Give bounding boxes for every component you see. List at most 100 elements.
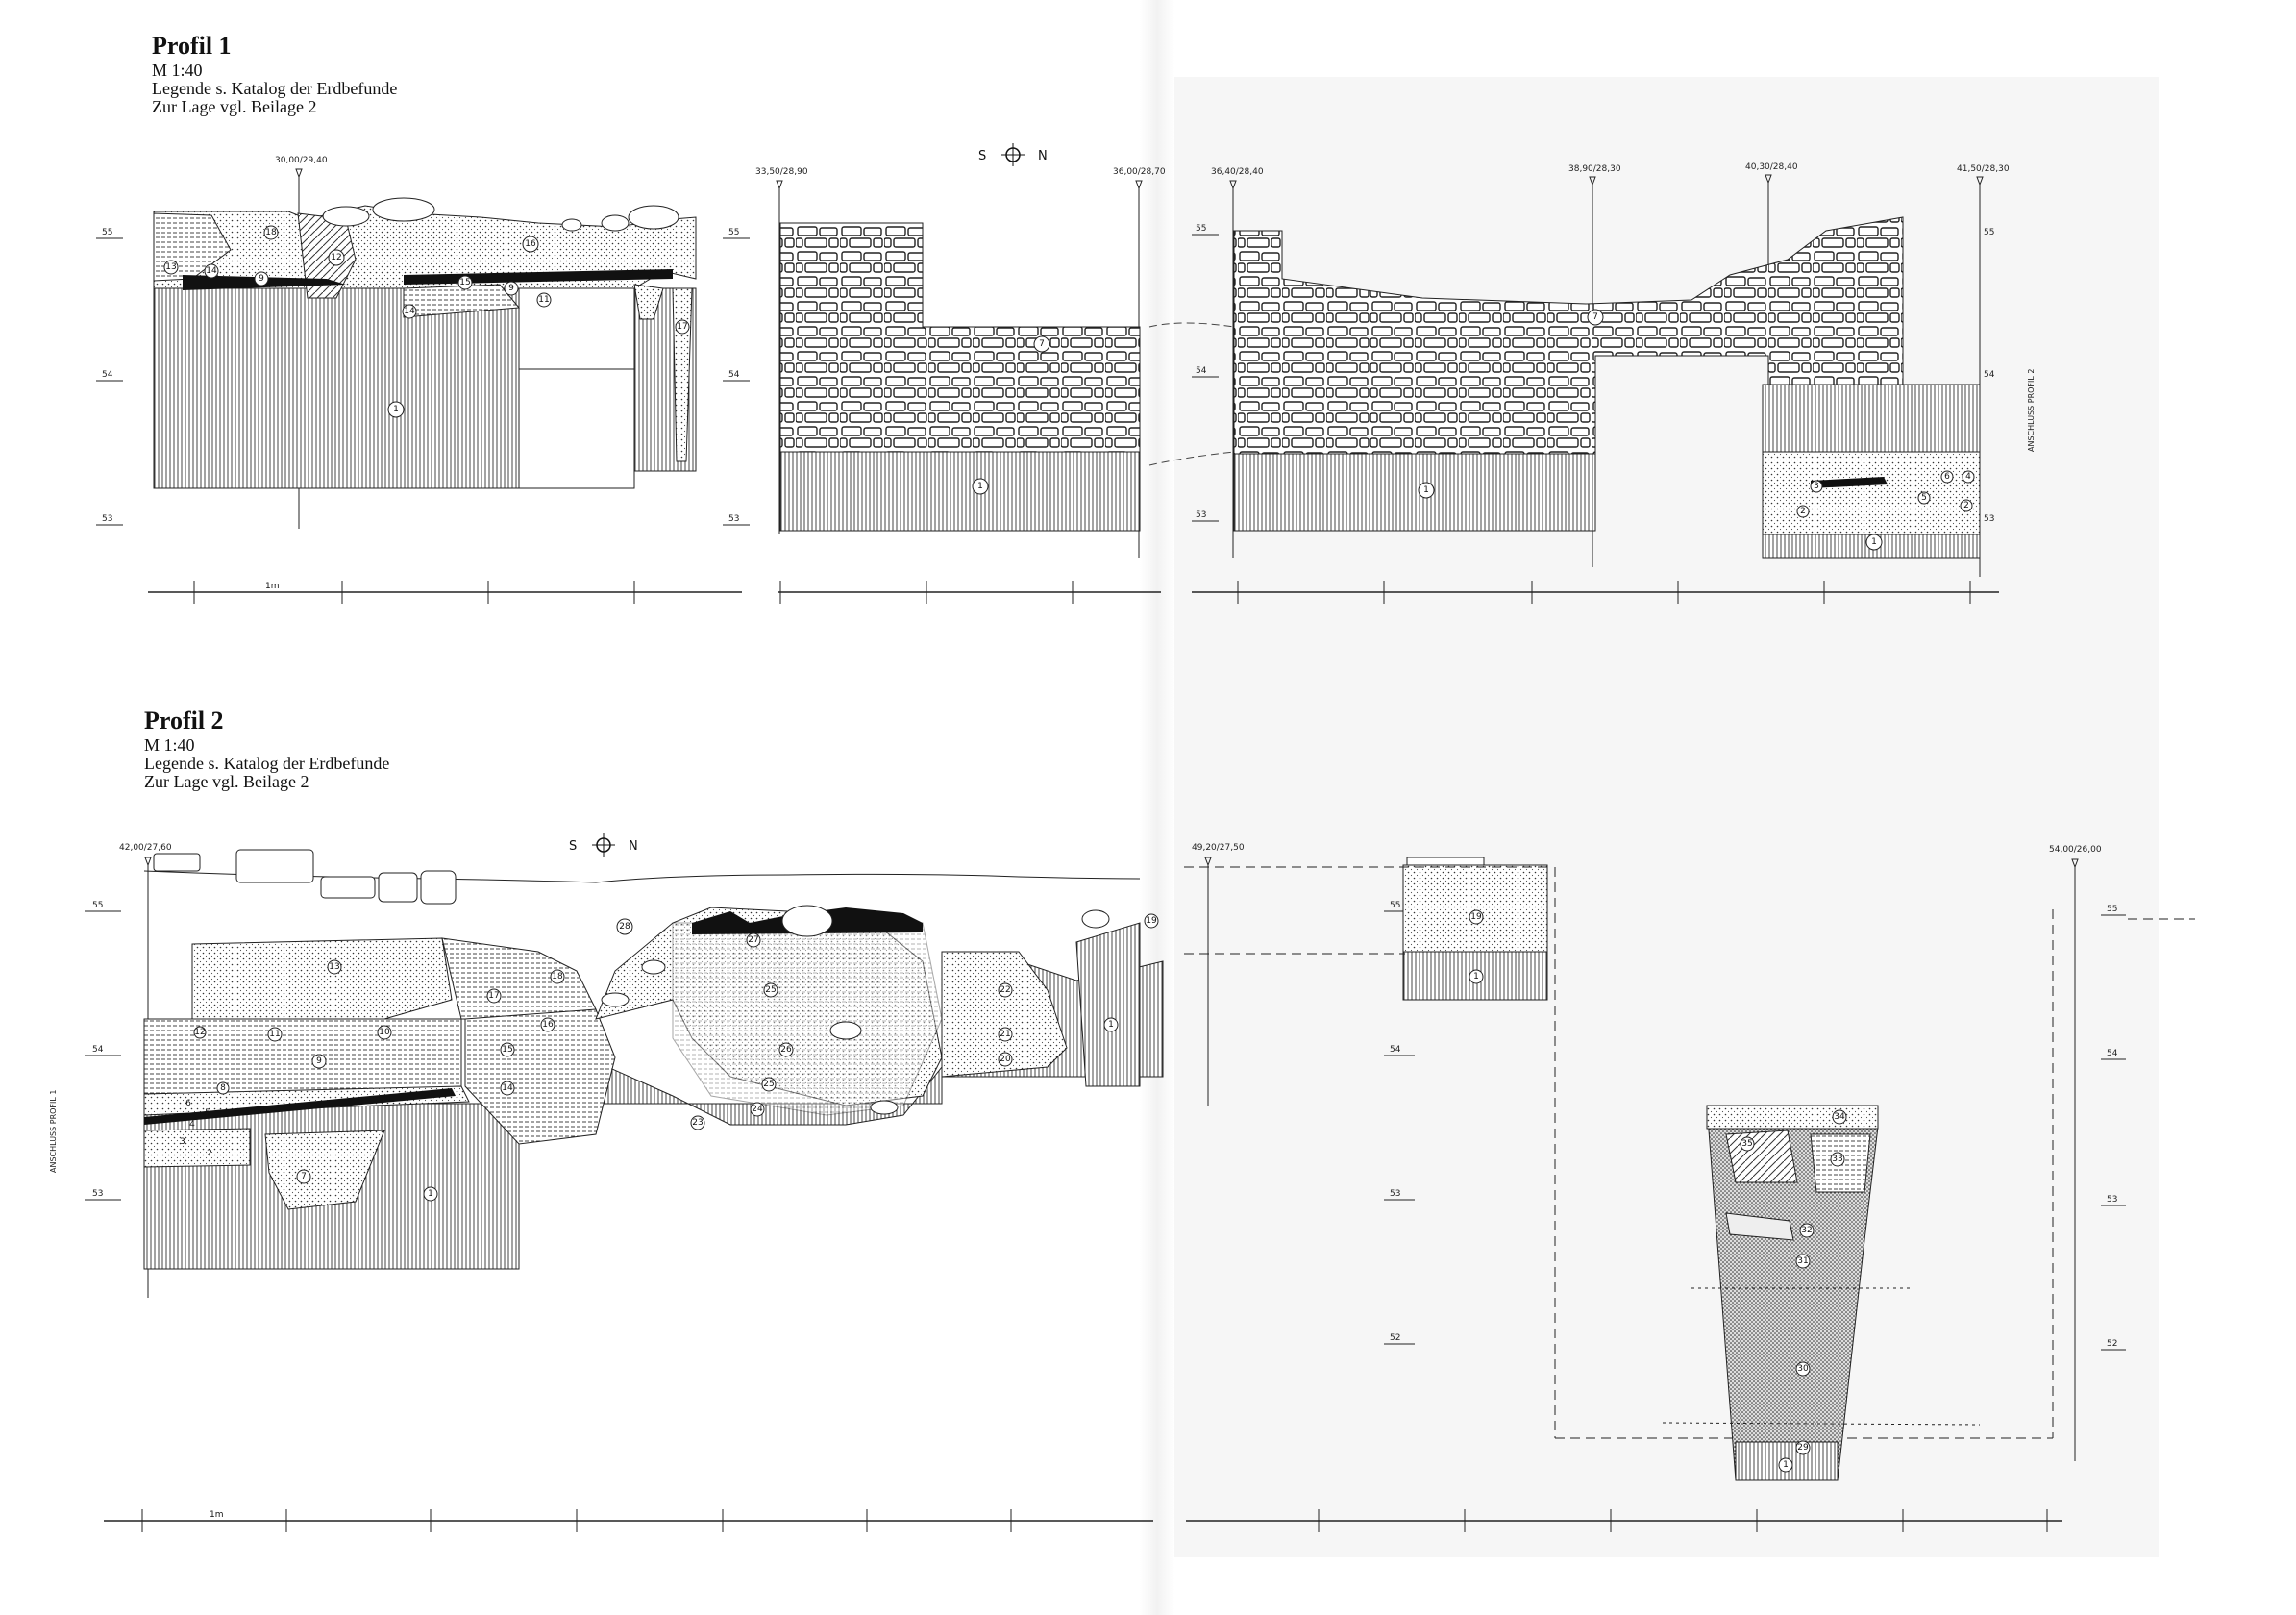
- profil2c-level-54: 54: [2107, 1049, 2118, 1058]
- profil2-level-54: 54: [92, 1045, 104, 1055]
- profil1-legend: Legende s. Katalog der Erdbefunde: [152, 79, 398, 99]
- profil1b-level-53: 53: [728, 514, 739, 524]
- p2-find-18: 18: [552, 972, 563, 981]
- p1-find-13: 13: [165, 262, 176, 272]
- p2-find-13: 13: [329, 962, 339, 972]
- p2-find-24: 24: [752, 1105, 763, 1114]
- profil2-scale-label: 1m: [210, 1510, 224, 1520]
- p2-find-26: 26: [780, 1045, 792, 1055]
- p2-find-15: 15: [502, 1045, 512, 1055]
- profil1-section-b: [779, 222, 1141, 532]
- profil2-compass-n: N: [629, 839, 638, 854]
- p2-find-1d: 1: [1108, 1020, 1114, 1030]
- p2-find-8: 8: [220, 1083, 226, 1093]
- p2-find-10: 10: [379, 1028, 390, 1037]
- profil2-find-numbers: 1 1 1 1 2 3 4 5 6 7 8 9 10 11 12 13 14 1…: [180, 909, 1847, 1473]
- profil1-find-numbers: 1 1 1 1 7 7 9 9 11 12 13 14 14 15 16 17 …: [163, 225, 1975, 551]
- profil1-title: Profil 1: [152, 32, 232, 60]
- profil1-scale-label: 1m: [265, 582, 280, 591]
- p2-find-9: 9: [316, 1056, 322, 1066]
- profil2-drawing: 55 54 53 55 54 53 52 55 54 53 52: [49, 833, 2195, 1532]
- p1-find-7: 7: [1039, 339, 1045, 349]
- p1-find-15: 15: [459, 278, 470, 287]
- p2-find-25: 25: [763, 1080, 774, 1089]
- profil2-level-55: 55: [92, 901, 103, 910]
- profil1-scale: M 1:40: [152, 61, 203, 81]
- profil1-compass-s: S: [978, 149, 986, 163]
- p1-find-1d: 1: [1871, 537, 1877, 547]
- profil1c-level-53: 53: [1196, 510, 1206, 520]
- profil1-location: Zur Lage vgl. Beilage 2: [152, 97, 317, 117]
- p2-find-16: 16: [542, 1020, 554, 1030]
- profil1-level-54: 54: [102, 370, 113, 380]
- profil1-coord-3: 36,40/28,40: [1211, 167, 1264, 177]
- profil2b-level-54: 54: [1390, 1045, 1401, 1055]
- p1-find-2: 2: [1800, 507, 1806, 516]
- p2-find-31: 31: [1797, 1256, 1808, 1266]
- p1-find-9b: 9: [508, 284, 514, 293]
- p2-find-35: 35: [1741, 1139, 1752, 1149]
- p2-find-23: 23: [692, 1118, 703, 1128]
- profil2-section-pit: [1662, 1105, 1981, 1481]
- profil1-header: Profil 1 M 1:40 Legende s. Katalog der E…: [152, 33, 397, 116]
- p2-find-28: 28: [619, 922, 630, 932]
- p1-find-9: 9: [259, 274, 264, 284]
- profil2-scale: M 1:40: [144, 735, 195, 756]
- profil1-level-55: 55: [102, 228, 112, 237]
- profil2-side-note: ANSCHLUSS PROFIL 1: [49, 1090, 58, 1173]
- profil1d-level-55: 55: [1984, 228, 1994, 237]
- p2-find-2: 2: [207, 1149, 212, 1158]
- profil2b-level-53: 53: [1390, 1189, 1400, 1199]
- p1-find-4: 4: [1965, 472, 1971, 482]
- profil2-coord-2: 54,00/26,00: [2049, 845, 2102, 855]
- profil2-compass: S N: [569, 833, 638, 857]
- profil1-coord-5: 40,30/28,40: [1745, 162, 1798, 172]
- profil1-coord-markers: 30,00/29,40 33,50/28,90 36,00/28,70 36,4…: [275, 156, 2010, 577]
- p2-find-33: 33: [1832, 1155, 1842, 1164]
- profil2c-level-53: 53: [2107, 1195, 2117, 1205]
- p2-find-19b: 19: [1470, 912, 1482, 922]
- p2-find-1c: 1: [1783, 1460, 1789, 1470]
- profil2c-level-55: 55: [2107, 905, 2117, 914]
- profil1b-level-55: 55: [728, 228, 739, 237]
- p2-find-7: 7: [301, 1172, 307, 1181]
- profil1-section-a: [153, 197, 697, 489]
- p2-find-11: 11: [269, 1030, 280, 1039]
- p1-find-17: 17: [677, 322, 687, 332]
- profil1-coord-0: 30,00/29,40: [275, 156, 328, 165]
- p1-find-18: 18: [265, 228, 277, 237]
- profil1-level-53: 53: [102, 514, 112, 524]
- p1-find-5: 5: [1921, 493, 1927, 503]
- p1-find-14: 14: [206, 266, 217, 276]
- profil2-coord-0: 42,00/27,60: [119, 843, 172, 853]
- profil1-coord-1: 33,50/28,90: [755, 167, 808, 177]
- profil1-compass-n: N: [1038, 149, 1048, 163]
- p1-find-2b: 2: [1963, 501, 1969, 510]
- profil1c-level-55: 55: [1196, 224, 1206, 234]
- profil1-levels: 55 54 53 55 54 53 55 54 53 55 54 53: [96, 224, 1995, 526]
- profil1-drawing: 55 54 53 55 54 53 55 54 53 55 54 53: [96, 143, 2036, 604]
- p2-find-12: 12: [194, 1028, 205, 1037]
- p2-find-1: 1: [428, 1189, 433, 1199]
- p2-find-30: 30: [1797, 1364, 1809, 1374]
- p2-find-29: 29: [1797, 1443, 1809, 1453]
- p2-find-3: 3: [180, 1137, 185, 1147]
- p1-find-14b: 14: [404, 307, 415, 316]
- p2-find-25b: 25: [765, 985, 776, 995]
- p1-find-6: 6: [1944, 472, 1950, 482]
- p2-find-27: 27: [748, 935, 758, 945]
- p2-find-21: 21: [1000, 1030, 1010, 1039]
- p1-find-1c: 1: [1423, 485, 1429, 495]
- profil2b-level-55: 55: [1390, 901, 1400, 910]
- profil1-coord-2: 36,00/28,70: [1113, 167, 1166, 177]
- p2-find-19: 19: [1146, 916, 1157, 926]
- p2-find-4: 4: [189, 1120, 195, 1130]
- p2-find-14: 14: [502, 1083, 513, 1093]
- p2-find-20: 20: [1000, 1055, 1011, 1064]
- p1-find-16: 16: [525, 239, 536, 249]
- profil2-legend: Legende s. Katalog der Erdbefunde: [144, 754, 390, 774]
- profil2c-level-52: 52: [2107, 1339, 2117, 1349]
- profil2-coord-1: 49,20/27,50: [1192, 843, 1245, 853]
- p1-find-11: 11: [538, 295, 549, 305]
